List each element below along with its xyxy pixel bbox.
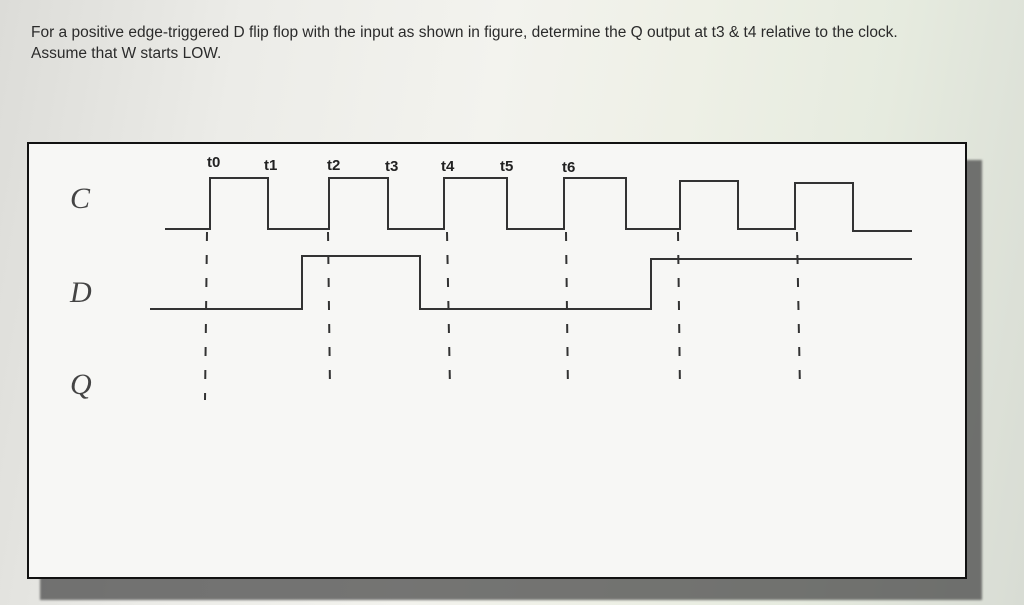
time-label-t6: t6 [562, 159, 576, 176]
reference-line-extra-1 [677, 231, 681, 391]
time-label-t3: t3 [385, 158, 399, 175]
clock-waveform [165, 177, 912, 232]
time-label-t1: t1 [264, 157, 278, 174]
reference-line-t2 [327, 231, 331, 389]
time-label-t4: t4 [441, 158, 455, 175]
question-line-1: For a positive edge-triggered D flip flo… [31, 24, 898, 41]
question-line-2: Assume that W starts LOW. [31, 45, 222, 62]
time-reference-lines [204, 231, 801, 401]
data-label: D [70, 276, 92, 309]
reference-line-t6 [565, 231, 569, 393]
time-label-t0: t0 [207, 154, 221, 171]
time-label-t5: t5 [500, 158, 514, 175]
data-waveform [150, 255, 912, 310]
reference-line-t4 [446, 231, 451, 389]
clock-label: C [70, 182, 91, 215]
reference-line-t0 [204, 231, 208, 401]
question-text: For a positive edge-triggered D flip flo… [31, 22, 1016, 64]
time-label-t2: t2 [327, 157, 341, 174]
output-label: Q [70, 368, 92, 401]
timing-diagram-panel [27, 142, 967, 579]
reference-line-extra-2 [796, 231, 801, 391]
